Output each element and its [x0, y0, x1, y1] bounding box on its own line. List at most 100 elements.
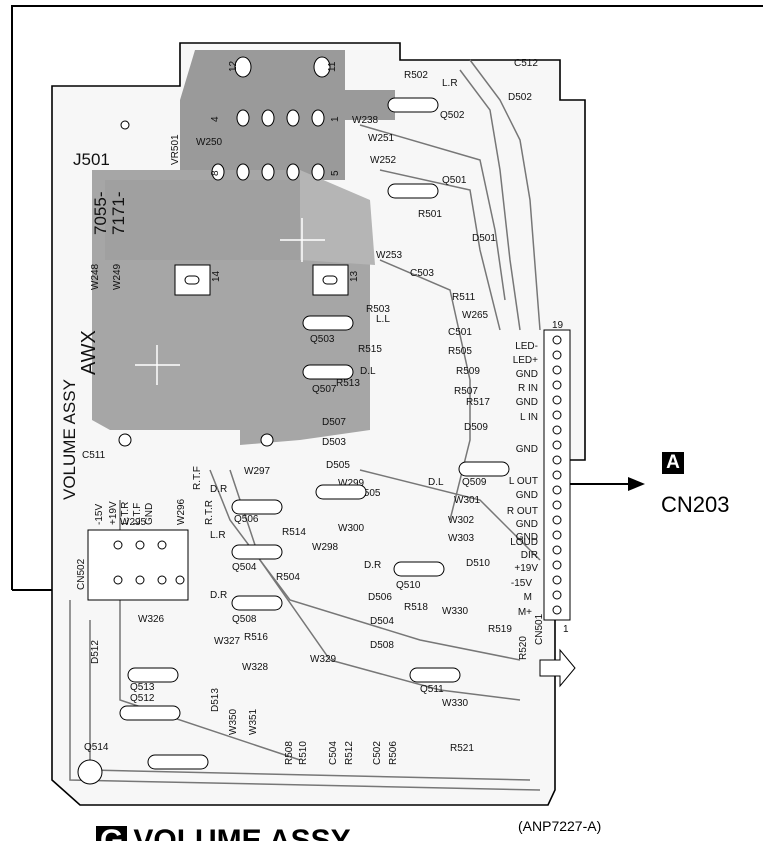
- callout-letter: A: [666, 452, 680, 473]
- c504-label: C504: [328, 741, 339, 765]
- w265-label: W265: [462, 310, 489, 321]
- r511-label: R511: [452, 292, 476, 303]
- footer-letter-box: G: [96, 826, 128, 841]
- c503-label: C503: [410, 268, 434, 279]
- w249-label: W249: [112, 263, 123, 290]
- w298-label: W298: [312, 542, 339, 553]
- pin-gnd-1: GND: [516, 369, 538, 380]
- part-7171: 7171-: [109, 192, 128, 235]
- r501-label: R501: [418, 209, 442, 220]
- ll-label: L.L: [376, 314, 390, 325]
- lbl-ltr: L.T.R: [120, 502, 131, 525]
- q512-label: Q512: [130, 693, 155, 704]
- dr-label-2: D.R: [364, 560, 381, 571]
- pad-8: 8: [210, 170, 221, 176]
- cn501-body: [543, 329, 571, 621]
- w350-label: W350: [228, 708, 239, 735]
- pin-plus19v: +19V: [514, 563, 538, 574]
- pad-1: 1: [330, 116, 341, 122]
- w252-label: W252: [370, 155, 397, 166]
- w303-label: W303: [448, 533, 475, 544]
- q513-label: Q513: [130, 682, 155, 693]
- pin-l-in: L IN: [520, 412, 538, 423]
- c501-label: C501: [448, 327, 472, 338]
- q502-label: Q502: [440, 110, 465, 121]
- r503-label: R503: [366, 304, 390, 315]
- w326-label: W327: [214, 636, 241, 647]
- r509-label: R509: [456, 366, 480, 377]
- c512-label: C512: [514, 58, 538, 69]
- pad-13: 13: [349, 270, 360, 282]
- d504-label: D504: [370, 616, 394, 627]
- w297-label: W297: [244, 466, 271, 477]
- d508-label: D508: [370, 640, 394, 651]
- r513-label: R513: [336, 378, 360, 389]
- pin-l-out: L OUT: [509, 476, 538, 487]
- dr-label: D.R: [210, 484, 227, 495]
- r512-label: R512: [344, 741, 355, 765]
- q504-label: Q504: [232, 562, 257, 573]
- r510-label: R510: [298, 741, 309, 765]
- pin-gnd-6: GND: [516, 532, 538, 543]
- vr501-label: VR501: [170, 134, 181, 165]
- frame-line: [11, 5, 763, 590]
- r518-label: R518: [404, 602, 428, 613]
- w251-label: W251: [368, 133, 395, 144]
- r504-label: R504: [276, 572, 300, 583]
- lbl-minus15v: -15V: [94, 504, 105, 525]
- c511-label: C511: [82, 450, 106, 461]
- w299-label: W299: [338, 478, 365, 489]
- pin-minus15v: -15V: [511, 578, 532, 589]
- d502-label: D502: [508, 92, 532, 103]
- pad-11: 11: [327, 61, 338, 72]
- pad-5: 5: [330, 170, 341, 176]
- r508-label: R508: [284, 741, 295, 765]
- r502-label: R502: [404, 70, 428, 81]
- pin-m-plus: M+: [518, 607, 532, 618]
- r506-label: R506: [388, 741, 399, 765]
- r517-label: R517: [466, 397, 490, 408]
- pin-led-plus: LED+: [513, 355, 538, 366]
- d507-label: D507: [322, 417, 346, 428]
- w325-label: W326: [138, 614, 165, 625]
- q503-label: Q503: [310, 334, 335, 345]
- q510-label: Q510: [396, 580, 421, 591]
- d503-label: D503: [322, 437, 346, 448]
- w248-label: W248: [90, 263, 101, 290]
- w295-label: W295: [120, 517, 147, 528]
- r515-label: R515: [358, 344, 382, 355]
- q509-label: Q509: [462, 477, 487, 488]
- pin-r-in: R IN: [518, 383, 538, 394]
- w330-label: W330: [442, 698, 469, 709]
- q501-label: Q501: [442, 175, 467, 186]
- d506-label: D506: [368, 592, 392, 603]
- q508-label: Q508: [232, 614, 257, 625]
- w238-label: W238: [352, 115, 379, 126]
- footer-title: G VOLUME ASSY: [96, 826, 351, 841]
- r507-label: R507: [454, 386, 478, 397]
- connector-arrow-icon: [539, 648, 576, 688]
- pin-r-out: R OUT: [507, 506, 538, 517]
- lbl-rtf: R.T.F: [192, 466, 203, 490]
- cn502-label: CN502: [76, 558, 87, 590]
- q507-label: Q507: [312, 384, 337, 395]
- dr-label-3: D.R: [210, 590, 227, 601]
- footer-title-text: VOLUME ASSY: [133, 826, 350, 841]
- pin-gnd-4: GND: [516, 490, 538, 501]
- dl-label: D.L: [360, 366, 376, 377]
- d509-label: D509: [464, 422, 488, 433]
- pad-14: 14: [211, 270, 222, 282]
- d501-label: D501: [472, 233, 496, 244]
- r516-label: R516: [244, 632, 268, 643]
- w301-label: W301: [454, 495, 481, 506]
- d513-label: D513: [210, 688, 221, 712]
- d505-label: D505: [326, 460, 350, 471]
- pin-loud: LOUD: [510, 537, 538, 548]
- connector-j501-label: J501: [73, 150, 110, 169]
- pin-gnd-5: GND: [516, 519, 538, 530]
- pin-gnd-2: GND: [516, 397, 538, 408]
- r505-label: R505: [448, 346, 472, 357]
- lr-label: L.R: [442, 78, 458, 89]
